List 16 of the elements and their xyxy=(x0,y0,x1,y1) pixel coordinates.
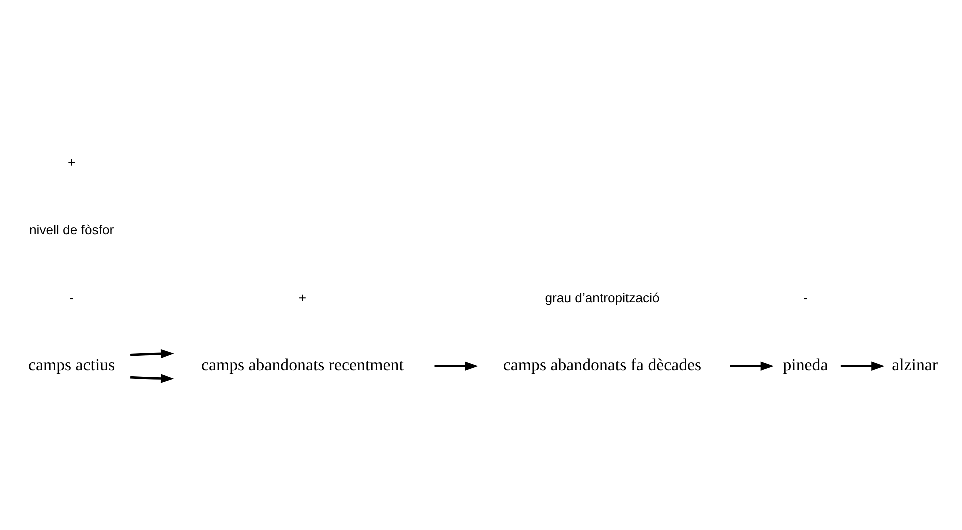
label: + xyxy=(68,155,76,170)
label: - xyxy=(70,290,74,306)
label: + xyxy=(298,290,307,306)
arrow xyxy=(840,362,885,371)
arrow xyxy=(730,362,774,371)
node-text: camps abandonats fa dècades xyxy=(503,355,702,374)
arrow xyxy=(434,362,478,371)
label: - xyxy=(804,290,808,306)
arrow xyxy=(130,374,174,384)
node-text: pineda xyxy=(783,355,828,374)
label: grau d’antropització xyxy=(545,290,660,306)
node-text: camps abandonats recentment xyxy=(201,355,404,374)
arrow xyxy=(130,349,174,359)
label: nivell de fòsfor xyxy=(30,222,114,238)
node-text: camps actius xyxy=(28,355,116,374)
node-text: alzinar xyxy=(892,355,938,374)
